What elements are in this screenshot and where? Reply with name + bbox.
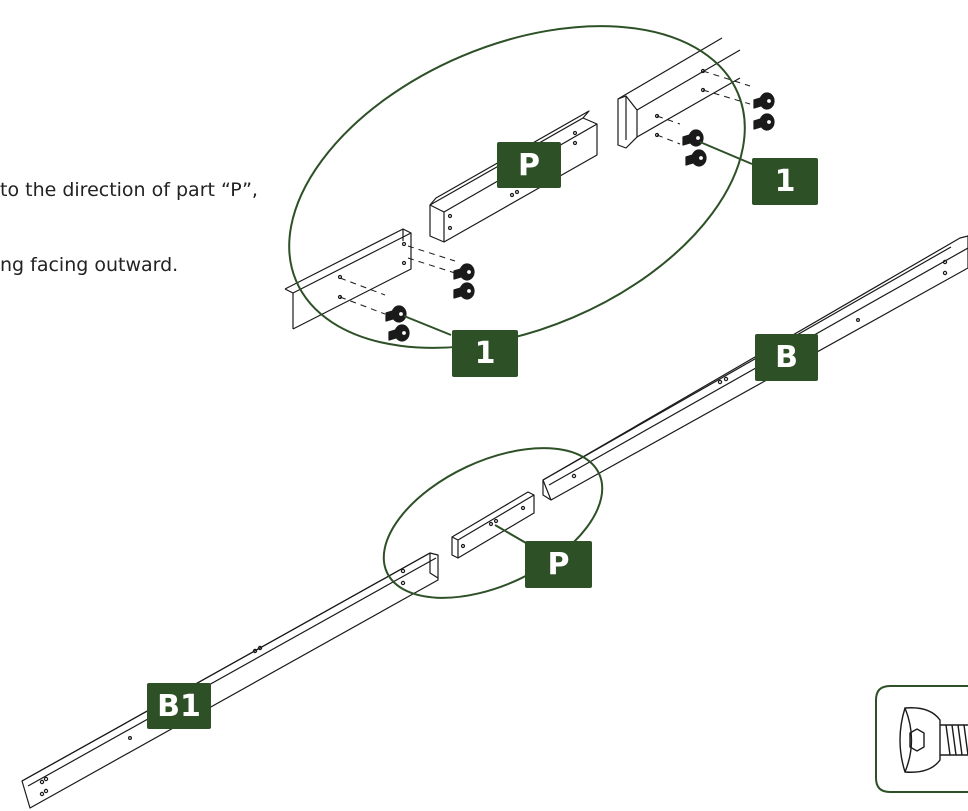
part-label-p-detail: P	[497, 142, 561, 188]
part-label-b1: B1	[147, 683, 211, 729]
bolt-label-right: 1	[752, 158, 818, 205]
instruction-line-2: ng facing outward.	[0, 254, 179, 276]
leader-line-p	[494, 524, 527, 544]
hex-bolt-icon	[899, 707, 968, 773]
beam-b1	[21, 552, 439, 809]
bolt-label-left: 1	[452, 330, 518, 377]
small-callout-ellipse	[382, 447, 604, 599]
connector-plate-p	[451, 491, 535, 559]
instruction-text: to the direction of part “P”, ng facing …	[0, 128, 258, 303]
detail-beam-end-right	[617, 37, 741, 149]
hardware-box	[875, 685, 968, 793]
leader-line-left	[403, 315, 452, 336]
detail-beam-end-left	[284, 228, 412, 330]
detail-callout-ellipse	[288, 25, 746, 349]
leader-line-right	[699, 141, 753, 165]
part-label-b: B	[755, 334, 818, 381]
instruction-line-1: to the direction of part “P”,	[0, 179, 258, 201]
alignment-lines	[339, 70, 751, 315]
part-label-p-main: P	[525, 541, 592, 588]
bolt-icon	[385, 92, 775, 342]
